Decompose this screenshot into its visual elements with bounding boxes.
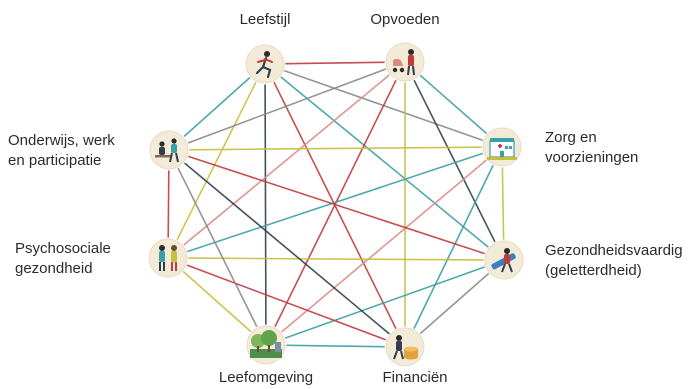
node-label-line: en participatie	[8, 152, 101, 169]
edge-zorg-gezondheidsvaardig	[501, 167, 505, 240]
edge-leefomgeving-psychosociale	[182, 271, 252, 332]
node-circle-psychosociale	[148, 238, 188, 278]
node-label-gezondheidsvaardig: Gezondheidsvaardig (geletterdheid)	[545, 242, 683, 279]
node-psychosociale	[148, 238, 188, 278]
node-label-line: (geletterdheid)	[545, 262, 642, 279]
edge-financien-onderwijs	[184, 162, 390, 335]
edge-leefstijl-leefomgeving	[264, 84, 267, 325]
edge-zorg-psychosociale	[187, 152, 483, 253]
edge-leefstijl-onderwijs	[183, 77, 251, 137]
edge-opvoeden-leefomgeving	[274, 80, 397, 328]
edge-gezondheidsvaardig-financien	[419, 273, 490, 334]
edge-leefstijl-gezondheidsvaardig	[280, 76, 489, 248]
edge-psychosociale-onderwijs	[167, 170, 170, 238]
edge-gezondheidsvaardig-onderwijs	[188, 155, 485, 255]
node-zorg	[482, 127, 522, 167]
person-with-coins-icon	[393, 335, 418, 360]
node-label-line: Psychosociale	[15, 240, 111, 257]
node-label-psychosociale: Psychosociale gezondheid	[15, 240, 111, 277]
node-label-line: voorzieningen	[545, 149, 638, 166]
edges-layer	[167, 61, 505, 348]
edge-opvoeden-onderwijs	[187, 68, 387, 144]
node-onderwijs	[149, 130, 189, 170]
person-with-pencil-icon	[491, 248, 516, 273]
node-label-zorg: Zorg en voorzieningen	[545, 129, 638, 166]
edge-zorg-financien	[413, 165, 494, 329]
node-leefstijl	[245, 44, 285, 84]
edge-financien-psychosociale	[186, 264, 387, 341]
node-label-line: Leefomgeving	[219, 369, 313, 386]
edge-leefstijl-opvoeden	[285, 61, 385, 65]
node-label-line: Financiën	[382, 369, 447, 386]
node-circle-financien	[385, 327, 425, 367]
edge-leefstijl-psychosociale	[176, 82, 257, 240]
edge-financien-leefomgeving	[286, 344, 385, 348]
edge-zorg-onderwijs	[189, 146, 482, 151]
node-label-line: Zorg en	[545, 129, 597, 146]
edge-opvoeden-zorg	[419, 75, 488, 134]
node-label-onderwijs: Onderwijs, werk en participatie	[8, 132, 115, 169]
edge-gezondheidsvaardig-leefomgeving	[284, 266, 486, 339]
nodes-layer	[148, 42, 524, 367]
node-label-line: Leefstijl	[240, 11, 291, 28]
node-label-line: Opvoeden	[370, 11, 439, 28]
edge-leefomgeving-onderwijs	[177, 168, 258, 328]
hospital-building-icon	[487, 138, 517, 160]
edge-zorg-leefomgeving	[281, 159, 487, 333]
node-circle-opvoeden	[385, 42, 425, 82]
edge-gezondheidsvaardig-psychosociale	[188, 257, 484, 261]
node-label-leefomgeving: Leefomgeving	[219, 369, 313, 386]
parent-with-stroller-icon	[392, 49, 415, 76]
node-financien	[385, 327, 425, 367]
running-person-icon	[255, 51, 273, 79]
node-gezondheidsvaardig	[484, 240, 524, 280]
people-talking-icon	[159, 245, 177, 271]
node-label-line: gezondheid	[15, 260, 93, 277]
node-opvoeden	[385, 42, 425, 82]
edge-opvoeden-psychosociale	[183, 74, 390, 246]
node-label-leefstijl: Leefstijl	[240, 11, 291, 28]
trees-and-buildings-icon	[250, 330, 282, 358]
node-circle-onderwijs	[149, 130, 189, 170]
node-leefomgeving	[246, 325, 286, 365]
edge-opvoeden-gezondheidsvaardig	[413, 80, 496, 242]
node-label-financien: Financiën	[382, 369, 447, 386]
node-label-line: Onderwijs, werk	[8, 132, 115, 149]
node-label-opvoeden: Opvoeden	[370, 11, 439, 28]
classroom-people-icon	[155, 138, 179, 163]
node-label-line: Gezondheidsvaardig	[545, 242, 683, 259]
